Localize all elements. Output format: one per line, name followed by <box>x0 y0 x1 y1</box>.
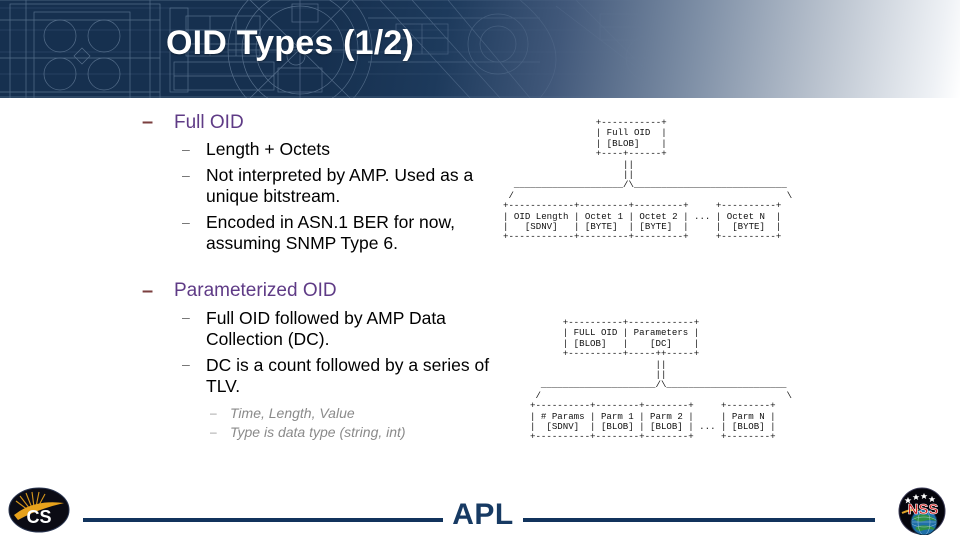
bullet-label: Encoded in ASN.1 BER for now, assuming S… <box>206 212 456 254</box>
bullet-dash-icon: – <box>210 406 217 420</box>
footer-divider-left <box>83 518 443 522</box>
cs-logo-label: CS <box>26 507 51 527</box>
section-heading-label: Full OID <box>174 112 244 133</box>
blueprint-pattern-icon <box>0 0 960 98</box>
section-heading-full-oid: – Full OID <box>138 112 498 134</box>
page-title: OID Types (1/2) <box>166 24 414 62</box>
sub-bullet-item: – Type is data type (string, int) <box>138 424 498 441</box>
bullet-item: – Encoded in ASN.1 BER for now, assuming… <box>138 212 498 254</box>
bullet-item: – Full OID followed by AMP Data Collecti… <box>138 308 498 350</box>
nss-logo-label: NSS <box>908 501 939 518</box>
bullet-label: Length + Octets <box>206 139 331 160</box>
bullet-label: Full OID followed by AMP Data Collection… <box>206 307 446 349</box>
diagram-parameterized-oid: +----------+------------+ | FULL OID | P… <box>530 317 792 443</box>
bullet-label: DC is a count followed by a series of TL… <box>206 354 490 396</box>
bullet-dash-icon: – <box>182 214 190 231</box>
apl-wordmark: APL <box>452 498 514 531</box>
section-heading-parameterized-oid: – Parameterized OID <box>138 280 498 302</box>
footer-divider-right <box>523 518 875 522</box>
sub-bullet-label: Type is data type (string, int) <box>230 423 406 440</box>
bullet-label: Not interpreted by AMP. Used as a unique… <box>206 165 474 207</box>
bullet-dash-icon: – <box>182 356 190 373</box>
bullet-item: – DC is a count followed by a series of … <box>138 355 498 397</box>
section-heading-label: Parameterized OID <box>174 280 337 302</box>
sub-bullet-label: Time, Length, Value <box>230 404 355 421</box>
bullet-dash-icon: – <box>142 111 154 134</box>
cs-logo: CS <box>8 487 70 533</box>
bullet-dash-icon: – <box>182 309 190 326</box>
bullet-dash-icon: – <box>182 141 190 158</box>
bullet-item: – Length + Octets <box>138 139 498 160</box>
bullet-dash-icon: – <box>210 425 217 440</box>
slide-header-banner: OID Types (1/2) <box>0 0 960 98</box>
diagram-full-oid: +-----------+ | Full OID | | [BLOB] | +-… <box>503 117 793 243</box>
bullet-item: – Not interpreted by AMP. Used as a uniq… <box>138 165 498 207</box>
bullet-dash-icon: – <box>182 167 190 184</box>
section-spacer <box>138 254 498 280</box>
bullet-dash-icon: – <box>142 279 154 302</box>
banner-gradient <box>0 0 960 98</box>
bullet-content: – Full OID – Length + Octets – Not inter… <box>138 112 498 441</box>
nss-logo: NSS <box>898 487 946 535</box>
sub-bullet-item: – Time, Length, Value <box>138 405 498 422</box>
